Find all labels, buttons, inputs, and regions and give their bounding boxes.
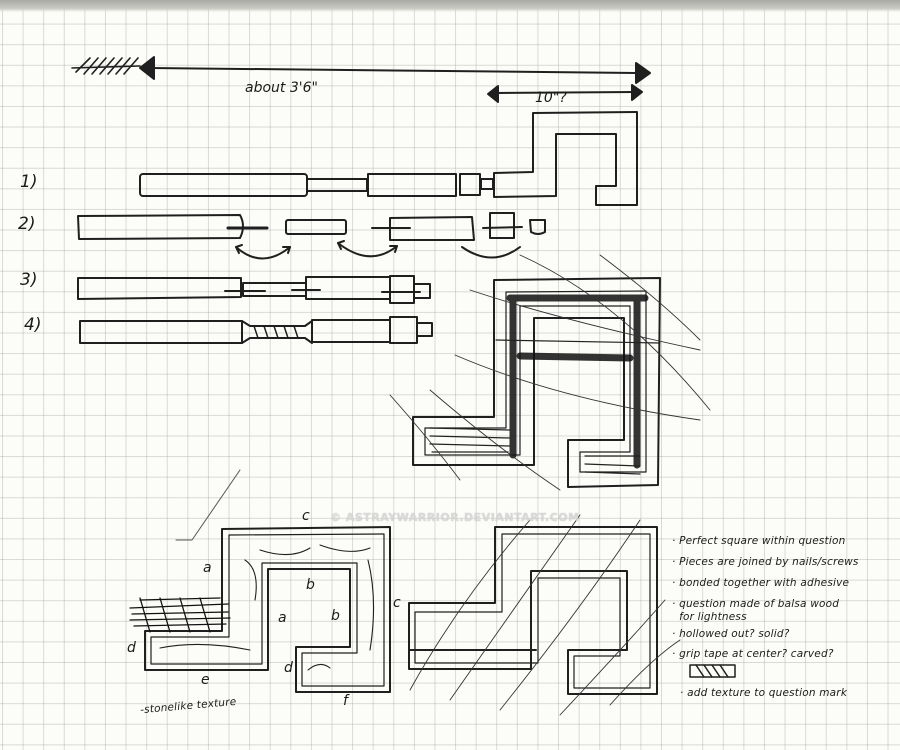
part-label-a: a (203, 560, 212, 576)
outlined-question-mark-sketch (408, 514, 681, 716)
part-label-c-right: c (393, 595, 401, 611)
note-4: · question made of balsa wood (672, 598, 840, 610)
note-7: · add texture to question mark (680, 687, 848, 699)
step-4-label: 4) (24, 315, 42, 335)
step-2-label: 2) (18, 214, 36, 234)
shaded-question-mark-sketch (389, 254, 711, 491)
part-label-c: c (302, 508, 310, 524)
part-label-d: d (127, 640, 136, 656)
note-3: · bonded together with adhesive (672, 577, 850, 589)
step-4-drawing (79, 316, 433, 344)
part-label-e: e (201, 672, 210, 688)
scan-edge-shadow (0, 0, 900, 12)
note-2: · Pieces are joined by nails/screws (672, 556, 859, 568)
grip-tape-icon (689, 664, 736, 678)
watermark: © ASTRAYWARRIOR.DEVIANTART.COM (330, 511, 580, 524)
note-5: · hollowed out? solid? (672, 628, 790, 640)
step-3-label: 3) (20, 270, 38, 290)
part-label-d-inner: d (284, 660, 293, 676)
overall-length-arrow (71, 56, 651, 84)
part-label-f: f (343, 693, 348, 709)
step-1-label: 1) (20, 172, 38, 192)
part-label-b-inner: b (331, 608, 340, 624)
step-2-drawing (77, 212, 546, 260)
part-label-a-inner: a (278, 610, 287, 626)
part-label-b: b (306, 577, 315, 593)
note-4-cont: for lightness (672, 611, 747, 623)
stonelike-question-mark-sketch (129, 469, 391, 693)
step-3-drawing (77, 275, 431, 304)
note-1: · Perfect square within question (672, 535, 846, 547)
step-1-drawing (139, 111, 638, 206)
note-6: · grip tape at center? carved? (672, 648, 834, 660)
overall-length-label: about 3'6" (245, 80, 318, 96)
head-length-arrow (487, 84, 643, 103)
head-length-label: 10"? (535, 90, 567, 106)
